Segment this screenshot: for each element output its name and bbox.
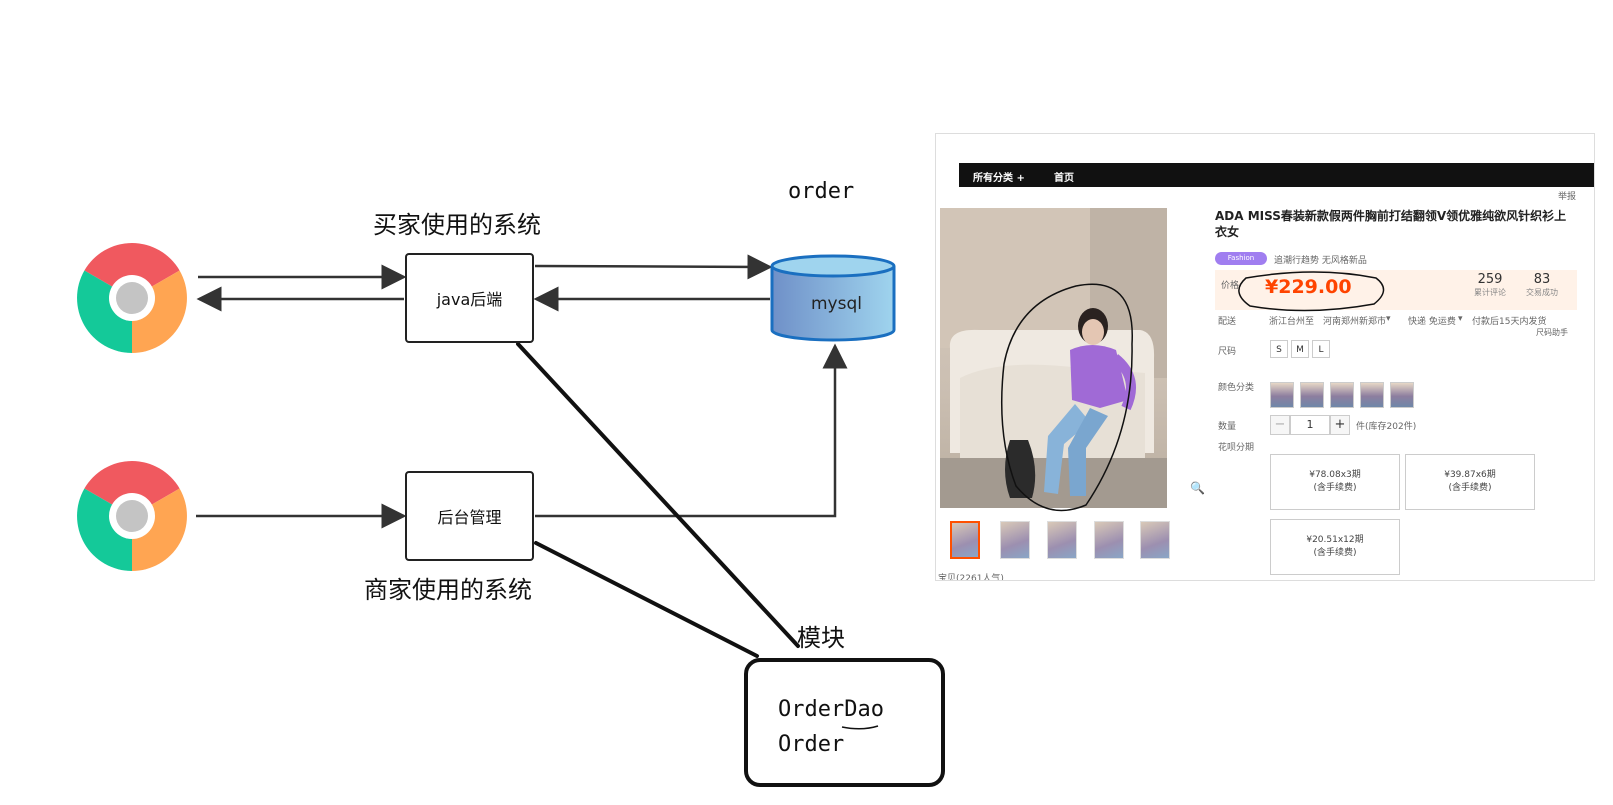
installment-fee: (含手续费) <box>1448 483 1492 493</box>
product-photo <box>940 208 1167 508</box>
shop-nav-bar: 所有分类 + 首页 <box>959 163 1594 187</box>
product-tagline: 追潮行趋势 无风格新品 <box>1274 256 1367 266</box>
product-thumbnail[interactable] <box>1094 521 1124 559</box>
stat-transactions-value: 83 <box>1533 272 1551 287</box>
installment-option[interactable]: ¥78.08x3期 (含手续费) <box>1270 454 1400 510</box>
mysql-label: mysql <box>811 294 862 314</box>
installment-amount: ¥20.51x12期 <box>1306 535 1364 545</box>
quantity-input[interactable]: 1 <box>1290 415 1330 435</box>
product-title: ADA MISS春装新款假两件胸前打结翻领V领优雅纯欲风针织衫上衣女 <box>1215 209 1567 239</box>
size-option-s[interactable]: S <box>1270 340 1288 358</box>
installment-label: 花呗分期 <box>1218 443 1255 453</box>
quantity-label: 数量 <box>1218 422 1237 432</box>
delivery-fee-select[interactable]: 快递 免运费 <box>1408 317 1456 327</box>
size-option-m[interactable]: M <box>1291 340 1309 358</box>
product-thumbnail[interactable] <box>950 521 980 559</box>
mysql-database <box>770 254 896 342</box>
stat-transactions-label: 交易成功 <box>1526 288 1558 297</box>
product-thumbnail[interactable] <box>1000 521 1030 559</box>
color-option[interactable] <box>1330 382 1354 408</box>
stat-reviews-value: 259 <box>1477 272 1503 287</box>
connector-admin-to-module <box>534 541 759 658</box>
installment-amount: ¥78.08x3期 <box>1309 470 1361 480</box>
installment-amount: ¥39.87x6期 <box>1444 470 1496 480</box>
color-option[interactable] <box>1270 382 1294 408</box>
report-link[interactable]: 举报 <box>1558 192 1577 202</box>
color-option[interactable] <box>1360 382 1384 408</box>
seller-system-label: 商家使用的系统 <box>364 576 532 604</box>
product-thumbnail[interactable] <box>1047 521 1077 559</box>
product-page-screenshot: 所有分类 + 首页 举报 🔍 宝贝(2261人气) ADA MISS春装新款假两… <box>935 133 1595 581</box>
java-backend-box: java后端 <box>405 253 534 343</box>
connector-java-to-module <box>516 342 800 648</box>
module-line-orderdao: OrderDao <box>778 697 884 722</box>
admin-backend-box: 后台管理 <box>405 471 534 561</box>
size-helper-link[interactable]: 尺码助手 <box>1536 328 1568 337</box>
price-value: ¥229.00 <box>1265 276 1352 298</box>
size-option-l[interactable]: L <box>1312 340 1330 358</box>
java-backend-label: java后端 <box>436 290 503 309</box>
chrome-browser-icon <box>77 243 187 353</box>
color-option[interactable] <box>1390 382 1414 408</box>
delivery-to-caret[interactable]: ▾ <box>1386 314 1391 324</box>
module-box <box>744 658 945 787</box>
installment-option[interactable]: ¥39.87x6期 (含手续费) <box>1405 454 1535 510</box>
buyer-system-label: 买家使用的系统 <box>373 211 541 239</box>
stat-transactions: 83 交易成功 <box>1517 272 1567 298</box>
size-label: 尺码 <box>1218 347 1237 357</box>
price-label: 价格 <box>1221 281 1240 291</box>
product-thumbnail[interactable] <box>1140 521 1170 559</box>
price-panel: 价格 ¥229.00 259 累计评论 83 交易成功 <box>1215 270 1577 310</box>
quantity-decrement-button[interactable]: − <box>1270 415 1290 435</box>
quantity-increment-button[interactable]: + <box>1330 415 1350 435</box>
hand-drawn-annotations <box>1001 271 1385 512</box>
fashion-badge: Fashion <box>1215 252 1267 265</box>
chrome-browser-icon <box>77 461 187 571</box>
nav-home[interactable]: 首页 <box>1054 173 1074 184</box>
delivery-fee-caret[interactable]: ▾ <box>1458 314 1463 324</box>
photo-circle-mark <box>1001 283 1133 512</box>
delivery-to-select[interactable]: 河南郑州新郑市 <box>1323 317 1387 327</box>
module-line-order: Order <box>778 732 845 757</box>
nav-all-categories[interactable]: 所有分类 + <box>973 173 1025 184</box>
delivery-from: 浙江台州至 <box>1269 317 1315 327</box>
footer-partial: 宝贝(2261人气) <box>938 574 1004 581</box>
installment-fee: (含手续费) <box>1313 548 1357 558</box>
installment-option[interactable]: ¥20.51x12期 (含手续费) <box>1270 519 1400 575</box>
stock-text: 件(库存202件) <box>1356 422 1417 432</box>
admin-backend-label: 后台管理 <box>437 508 502 527</box>
stat-reviews: 259 累计评论 <box>1465 272 1515 298</box>
color-option[interactable] <box>1300 382 1324 408</box>
stat-reviews-label: 累计评论 <box>1474 288 1506 297</box>
delivery-time: 付款后15天内发货 <box>1472 317 1547 327</box>
order-table-label: order <box>788 179 855 204</box>
underline-mark <box>841 725 879 730</box>
magnify-icon[interactable]: 🔍 <box>1190 481 1205 495</box>
color-label: 颜色分类 <box>1218 383 1255 393</box>
arrow-admin-to-mysql <box>535 343 848 518</box>
delivery-label: 配送 <box>1218 317 1237 327</box>
price-circle-mark <box>1238 271 1385 312</box>
installment-fee: (含手续费) <box>1313 483 1357 493</box>
module-label: 模块 <box>797 624 845 652</box>
arrow-java-to-mysql <box>534 254 773 280</box>
